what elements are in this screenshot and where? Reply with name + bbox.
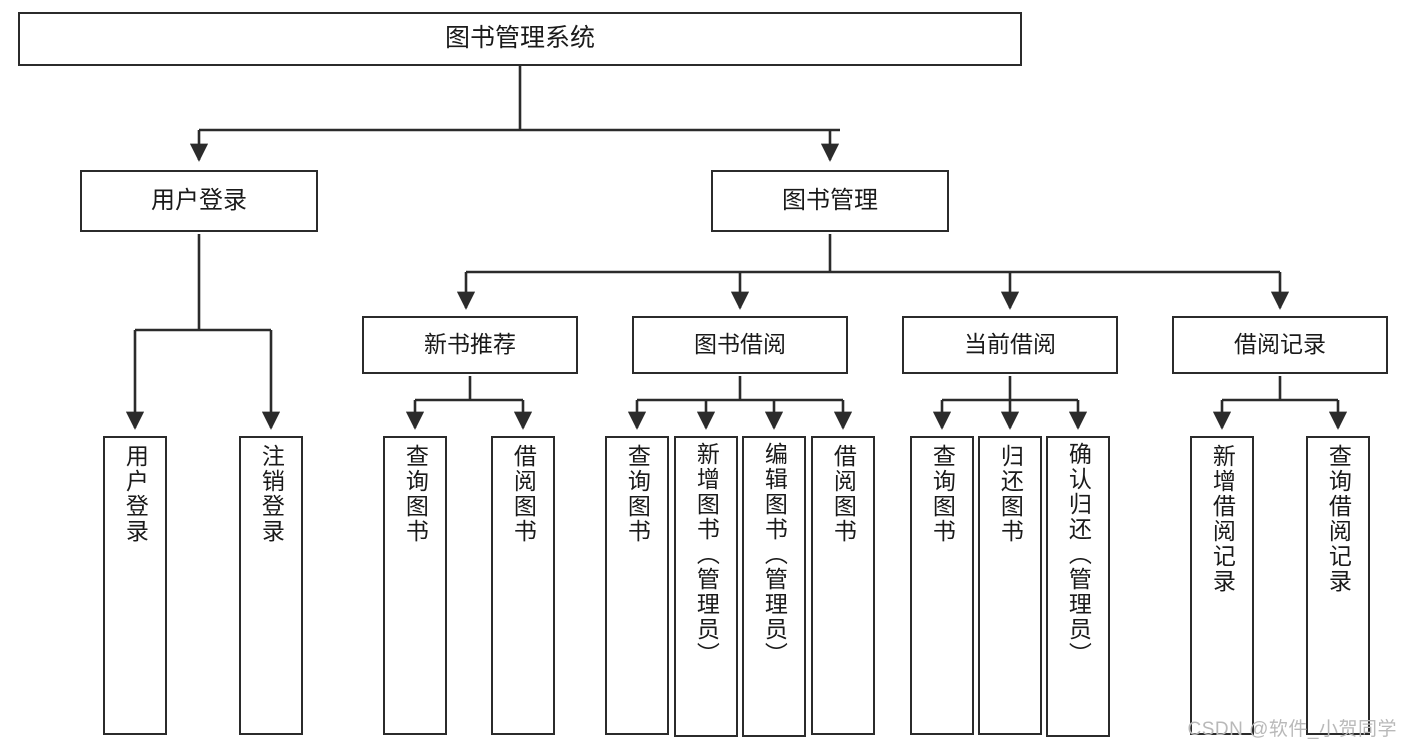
node-label: 归还图书 (997, 444, 1024, 544)
node-label: 借阅图书 (510, 444, 537, 544)
leaf-add-book-admin[interactable]: 新增图书（管理员） (674, 436, 738, 737)
node-label: 注销登录 (258, 444, 285, 544)
node-label: 编辑图书（管理员） (761, 442, 788, 667)
leaf-logout[interactable]: 注销登录 (239, 436, 303, 735)
node-current-borrow[interactable]: 当前借阅 (902, 316, 1118, 374)
leaf-edit-book-admin[interactable]: 编辑图书（管理员） (742, 436, 806, 737)
node-label: 新书推荐 (424, 331, 516, 358)
node-label: 借阅记录 (1234, 331, 1326, 358)
node-book-management[interactable]: 图书管理 (711, 170, 949, 232)
node-label: 图书借阅 (694, 331, 786, 358)
watermark-text: CSDN @软件_小贺同学 (1187, 719, 1397, 740)
leaf-user-login[interactable]: 用户登录 (103, 436, 167, 735)
node-new-book-recommend[interactable]: 新书推荐 (362, 316, 578, 374)
leaf-query-book-current[interactable]: 查询图书 (910, 436, 974, 735)
node-label: 确认归还（管理员） (1065, 442, 1092, 667)
node-label: 图书管理系统 (444, 24, 595, 53)
node-root-book-management-system[interactable]: 图书管理系统 (18, 12, 1022, 66)
node-label: 查询图书 (929, 444, 956, 544)
node-book-borrow[interactable]: 图书借阅 (632, 316, 848, 374)
leaf-borrow-book-recommend[interactable]: 借阅图书 (491, 436, 555, 735)
node-borrow-record[interactable]: 借阅记录 (1172, 316, 1388, 374)
node-label: 查询图书 (402, 444, 429, 544)
node-label: 新增图书（管理员） (693, 442, 720, 667)
node-label: 查询借阅记录 (1325, 444, 1352, 594)
leaf-borrow-book[interactable]: 借阅图书 (811, 436, 875, 735)
node-label: 查询图书 (624, 444, 651, 544)
leaf-add-borrow-record[interactable]: 新增借阅记录 (1190, 436, 1254, 735)
leaf-confirm-return-admin[interactable]: 确认归还（管理员） (1046, 436, 1110, 737)
node-label: 当前借阅 (964, 331, 1056, 358)
node-label: 借阅图书 (830, 444, 857, 544)
node-label: 图书管理 (782, 186, 878, 214)
node-label: 新增借阅记录 (1209, 444, 1236, 594)
leaf-query-borrow-record[interactable]: 查询借阅记录 (1306, 436, 1370, 735)
leaf-query-book-recommend[interactable]: 查询图书 (383, 436, 447, 735)
leaf-query-book-borrow[interactable]: 查询图书 (605, 436, 669, 735)
leaf-return-book[interactable]: 归还图书 (978, 436, 1042, 735)
node-label: 用户登录 (122, 444, 149, 544)
node-user-login[interactable]: 用户登录 (80, 170, 318, 232)
node-label: 用户登录 (151, 186, 247, 214)
